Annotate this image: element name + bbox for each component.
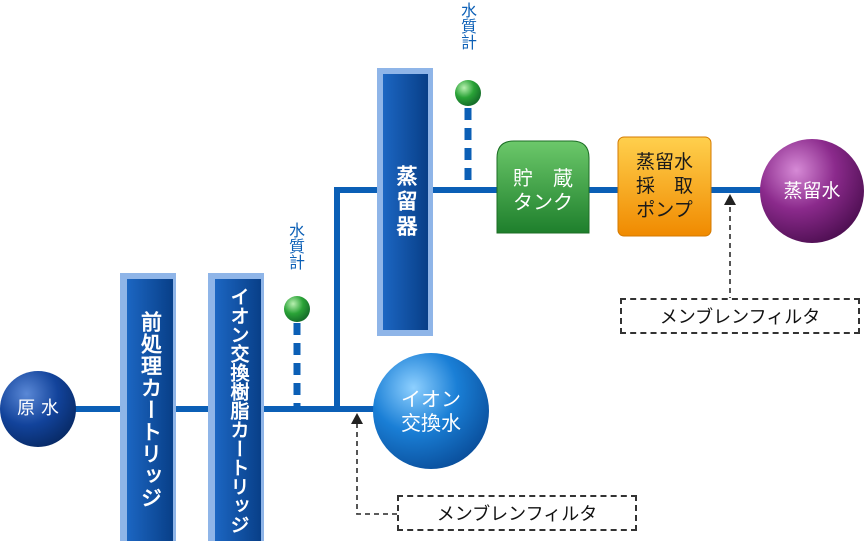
distilled-water-label: 蒸留水 <box>783 179 841 202</box>
meter-bulb-upper <box>455 80 481 106</box>
filter-arrow-upper <box>724 194 736 205</box>
sampling-pump-line-3: ポンプ <box>636 198 693 221</box>
raw-water-sphere <box>0 371 76 447</box>
meter-bulb-lower <box>284 296 310 322</box>
ion-water-line-2: 交換水 <box>401 411 461 435</box>
filter-arrow-lower <box>351 413 363 424</box>
pretreat-column-shape <box>120 273 176 541</box>
storage-tank-line-1: 貯 蔵 <box>513 166 573 190</box>
membrane-filter-label-upper: メンブレンフィルタ <box>620 298 860 334</box>
filter-leader-lower <box>356 420 397 515</box>
sampling-pump-line-1: 蒸留水 <box>635 151 693 174</box>
storage-tank-shape <box>496 140 590 234</box>
membrane-filter-label-lower: メンブレンフィルタ <box>397 495 637 531</box>
ion-water-sphere <box>373 353 489 469</box>
storage-tank-label: 貯 蔵 タンク <box>497 150 589 230</box>
distilled-water-sphere <box>760 139 864 243</box>
ion-resin-cartridge-label: イオン交換樹脂カートリッジ <box>227 286 250 534</box>
raw-water-label: 原 水 <box>17 398 59 420</box>
pipe-riser <box>334 187 378 409</box>
distiller-column-shape <box>377 68 433 336</box>
ion-water-line-1: イオン <box>401 387 461 411</box>
ion-water-label: イオン 交換水 <box>373 381 489 441</box>
water-quality-meter-label-lower: 水質計 <box>286 222 305 270</box>
ion-resin-column-shape <box>208 273 264 541</box>
distiller-label: 蒸留器 <box>394 164 418 240</box>
meter-stems <box>293 108 472 409</box>
sampling-pump-shape <box>617 136 712 237</box>
storage-tank-line-2: タンク <box>513 190 573 214</box>
water-quality-meter-label-upper: 水質計 <box>458 2 477 50</box>
sampling-pump-label: 蒸留水 採 取 ポンプ <box>618 140 711 234</box>
sampling-pump-line-2: 採 取 <box>635 175 693 198</box>
pretreat-cartridge-label: 前処理カートリッジ <box>138 311 163 509</box>
